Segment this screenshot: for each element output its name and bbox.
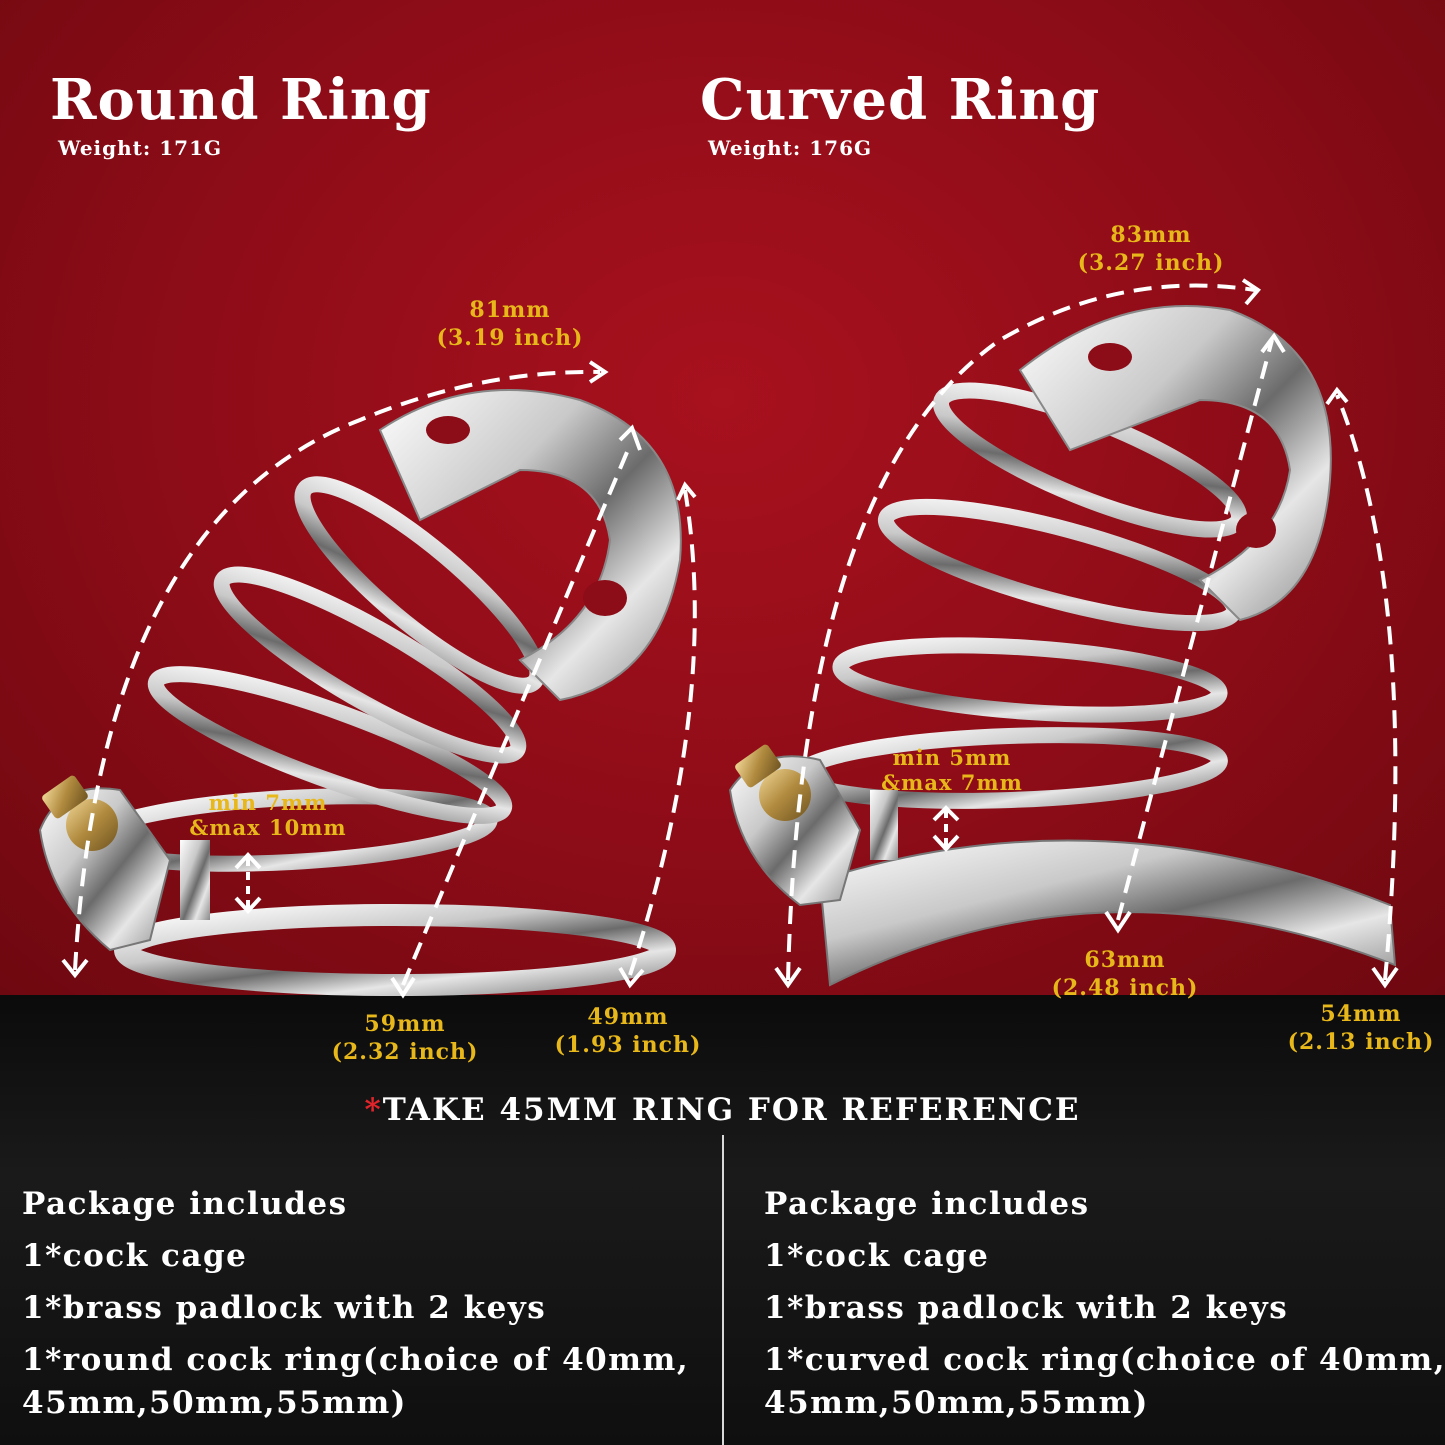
round-ring-top-length: 81mm (3.19 inch) [420,296,600,352]
dim-mm: 59mm [364,1011,446,1037]
curved-ring-top-length: 83mm (3.27 inch) [1066,221,1236,277]
package-item: 45mm,50mm,55mm) [22,1385,407,1421]
round-ring-weight: Weight: 171G [58,136,223,160]
dim-gap-min: min 7mm [208,790,328,815]
product-illustration [38,278,1399,999]
dim-mm: 54mm [1320,1001,1402,1027]
package-heading: Package includes [764,1186,1090,1222]
column-divider [722,1135,724,1445]
gap-markers [246,810,948,908]
reference-text: TAKE 45MM RING FOR REFERENCE [382,1092,1081,1128]
dim-mm: 49mm [587,1004,669,1030]
package-item: 1*cock cage [22,1238,248,1274]
dim-inch: (3.27 inch) [1077,250,1225,276]
dim-inch: (2.48 inch) [1051,975,1199,1001]
round-ring-cage [38,389,682,996]
dim-gap-max: &max 7mm [881,770,1023,795]
package-left: Package includes 1*cock cage 1*brass pad… [22,1178,689,1420]
round-ring-front-length: 49mm (1.93 inch) [543,1003,713,1059]
round-ring-title: Round Ring [50,67,432,133]
curved-ring-front-length: 54mm (2.13 inch) [1276,1000,1445,1056]
package-item: 1*round cock ring(choice of 40mm, [22,1342,690,1378]
package-item: 1*brass padlock with 2 keys [22,1290,547,1326]
round-ring-cage-length: 59mm (2.32 inch) [320,1010,490,1066]
curved-ring-title: Curved Ring [700,67,1101,133]
curved-ring-gap: min 5mm &max 7mm [852,745,1052,795]
package-item: 45mm,50mm,55mm) [764,1385,1149,1421]
package-item: 1*curved cock ring(choice of 40mm, [764,1342,1445,1378]
dim-mm: 63mm [1084,947,1166,973]
arrow-heads [61,278,1399,999]
curved-ring-cage-length: 63mm (2.48 inch) [1040,946,1210,1002]
reference-note: *TAKE 45MM RING FOR REFERENCE [0,1092,1445,1128]
measurement-arrows [73,283,1398,986]
dim-gap-min: min 5mm [892,745,1012,770]
dim-inch: (3.19 inch) [436,325,584,351]
curved-ring-weight: Weight: 176G [708,136,873,160]
reference-star: * [364,1092,383,1128]
package-item: 1*cock cage [764,1238,990,1274]
dim-inch: (1.93 inch) [554,1032,702,1058]
dim-gap-max: &max 10mm [189,815,347,840]
dim-mm: 83mm [1110,222,1192,248]
package-right: Package includes 1*cock cage 1*brass pad… [764,1178,1445,1420]
curved-ring-cage [728,305,1397,987]
dim-mm: 81mm [469,297,551,323]
round-ring-gap: min 7mm &max 10mm [168,790,368,840]
package-heading: Package includes [22,1186,348,1222]
dim-inch: (2.32 inch) [331,1039,479,1065]
package-item: 1*brass padlock with 2 keys [764,1290,1289,1326]
dim-inch: (2.13 inch) [1287,1029,1435,1055]
